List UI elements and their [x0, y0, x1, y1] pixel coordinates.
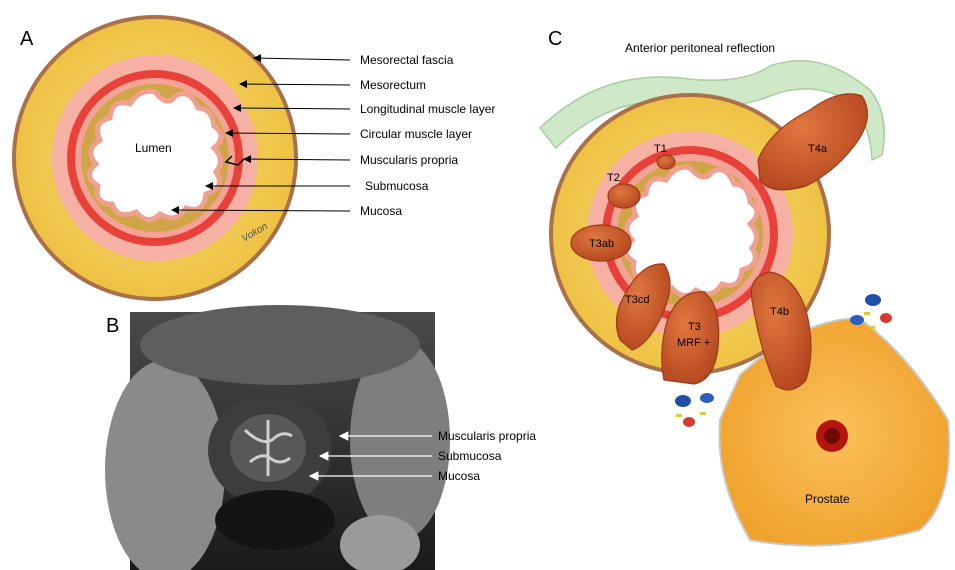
- lumen-label: Lumen: [135, 141, 172, 155]
- label-mrf-positive: MRF +: [677, 337, 710, 349]
- label-t3: T3: [688, 321, 701, 333]
- mri-label-mucosa: Mucosa: [438, 469, 480, 483]
- tumor-t4a: [758, 94, 867, 190]
- panel-a: A Lumen Vokon Mesorectal fascia Mesorect…: [14, 17, 495, 299]
- label-longitudinal-muscle: Longitudinal muscle layer: [360, 102, 495, 116]
- label-t2: T2: [607, 172, 620, 184]
- tumor-t2: [608, 184, 640, 208]
- panel-b-labels: Muscularis propria Submucosa Mucosa: [438, 429, 536, 483]
- prostate-label: Prostate: [805, 492, 850, 506]
- panel-c-letter: C: [548, 28, 562, 50]
- label-t3ab: T3ab: [589, 238, 614, 250]
- panel-a-labels: Mesorectal fascia Mesorectum Longitudina…: [360, 53, 495, 218]
- label-muscularis-propria: Muscularis propria: [360, 153, 458, 167]
- peritoneal-reflection-label: Anterior peritoneal reflection: [625, 41, 775, 55]
- tumor-t1: [657, 155, 675, 169]
- label-mesorectum: Mesorectum: [360, 78, 426, 92]
- mri-image: [105, 305, 450, 570]
- label-submucosa: Submucosa: [365, 179, 429, 193]
- mri-label-submucosa: Submucosa: [438, 449, 502, 463]
- panel-b: B Muscularis propria Submucosa Mucosa: [105, 305, 536, 570]
- label-circular-muscle: Circular muscle layer: [360, 127, 472, 141]
- mri-label-muscularis-propria: Muscularis propria: [438, 429, 536, 443]
- label-t4a: T4a: [808, 143, 828, 155]
- panel-a-letter: A: [20, 28, 34, 50]
- lumen-shape: [89, 91, 221, 219]
- label-mesorectal-fascia: Mesorectal fascia: [360, 53, 454, 67]
- label-t4b: T4b: [770, 306, 789, 318]
- label-t1: T1: [654, 143, 667, 155]
- panel-b-letter: B: [106, 315, 119, 337]
- label-t3cd: T3cd: [625, 294, 649, 306]
- panel-c: C Anterior peritoneal reflection Prostat…: [540, 28, 949, 546]
- label-mucosa: Mucosa: [360, 204, 402, 218]
